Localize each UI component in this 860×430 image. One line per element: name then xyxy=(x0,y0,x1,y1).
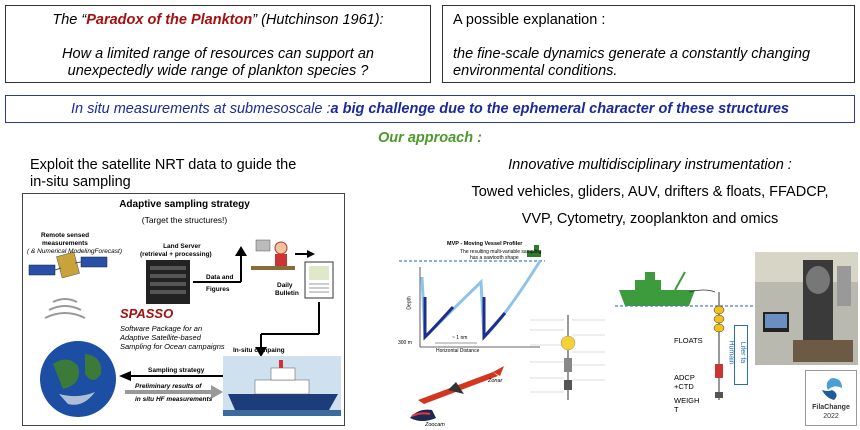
filachange-logo-icon xyxy=(822,378,842,400)
instrumentation-line-2: VVP, Cytometry, zooplankton and omics xyxy=(521,211,779,227)
mvp-sub-1: The resulting multi-variable sampling xyxy=(460,249,542,255)
in-situ-hf-label: in situ HF measurements xyxy=(135,396,213,403)
instrument-schematic xyxy=(530,315,605,400)
paradox-question-2: unexpectedly wide range of plankton spec… xyxy=(67,63,369,79)
mvp-title: MVP - Moving Vessel Profiler xyxy=(447,241,523,247)
drift-label-2: Lifer fa xyxy=(739,341,747,364)
signal-waves-icon xyxy=(44,298,86,319)
mvp-profile-figure xyxy=(399,245,545,348)
mvp-sub-2: has a sawtooth shape xyxy=(470,255,519,261)
satellite-icon xyxy=(28,251,108,279)
server-icon xyxy=(146,260,190,304)
green-ship-icon xyxy=(619,271,695,306)
paradox-box: The “Paradox of the Plankton” (Hutchinso… xyxy=(5,5,431,83)
drift-label-1: Humain xyxy=(727,340,735,365)
mvp-distance: ~ 1 nm xyxy=(452,335,468,341)
land-server-label: Land Server (retrieval + processing) xyxy=(140,243,212,258)
explanation-box: A possible explanation : the fine-scale … xyxy=(442,5,855,83)
in-situ-campaign-label: In-situ campaing xyxy=(233,347,285,354)
remote-sensed-label: Remote sensed measurements xyxy=(41,232,90,247)
explanation-title: A possible explanation : xyxy=(453,12,606,28)
sampling-strategy-label: Sampling strategy xyxy=(148,367,205,374)
towing-ship-figure xyxy=(615,271,755,307)
paradox-title: The “Paradox of the Plankton” (Hutchinso… xyxy=(52,12,384,28)
glider-icon xyxy=(418,366,504,404)
approach-heading: Our approach : xyxy=(378,130,482,146)
mooring-figure xyxy=(713,292,725,400)
zonar-label: Zonar xyxy=(488,378,503,384)
adcp-ctd-label: ADCP +CTD xyxy=(674,373,695,391)
cytometry-lab-photo xyxy=(755,252,858,365)
floats-icon xyxy=(713,305,725,333)
spasso-description: Software Package for an Adaptive Satelli… xyxy=(120,324,225,351)
explanation-line-2: environmental conditions. xyxy=(453,63,618,79)
logo-year: 2022 xyxy=(823,413,839,420)
instrumentation-line-1: Towed vehicles, gliders, AUV, drifters &… xyxy=(471,184,829,200)
preliminary-label: Preliminary results of xyxy=(135,383,202,390)
diagram-title: Adaptive sampling strategy xyxy=(119,199,250,210)
logo-name: FilaChange xyxy=(812,404,850,411)
zoocam-label: Zoocam xyxy=(425,422,445,428)
mvp-depth-300: 300 m xyxy=(398,340,412,346)
instrumentation-title: Innovative multidisciplinary instrumenta… xyxy=(508,157,792,173)
auv-icon xyxy=(410,409,436,421)
operator-icon xyxy=(251,239,295,270)
paradox-emphasis: Paradox of the Plankton xyxy=(86,12,253,28)
weight-icon xyxy=(715,392,723,398)
data-figures-label: Data and Figures xyxy=(206,274,234,293)
adaptive-sampling-diagram: Adaptive sampling strategy (Target the s… xyxy=(22,193,345,426)
weight-label: WEIGH T xyxy=(674,396,700,414)
filachange-logo: FilaChange 2022 xyxy=(805,370,857,426)
vessel-icon xyxy=(527,245,541,257)
challenge-banner: In situ measurements at submesoscale : a… xyxy=(5,95,855,123)
satellite-text: Exploit the satellite NRT data to guide … xyxy=(30,157,297,190)
diagram-graphics xyxy=(28,239,341,417)
numerical-label: ( & Numerical ModelingForecast) xyxy=(27,248,123,255)
daily-bulletin-label: Daily Bulletin xyxy=(275,282,299,297)
drift-arrow-icon xyxy=(734,325,748,385)
adcp-icon xyxy=(715,364,723,378)
floats-label: FLOATS xyxy=(674,336,703,345)
bulletin-icon xyxy=(304,261,334,299)
mvp-depth-label: Depth xyxy=(406,296,413,310)
glider-auv-figure xyxy=(410,366,504,421)
spasso-label: SPASSO xyxy=(120,306,174,321)
diagram-subtitle: (Target the structures!) xyxy=(141,215,228,225)
paradox-question-1: How a limited range of resources can sup… xyxy=(62,46,374,62)
explanation-line-1: the fine-scale dynamics generate a const… xyxy=(453,46,811,62)
research-ship-icon xyxy=(223,356,341,416)
earth-globe-icon xyxy=(40,341,116,417)
mvp-horizontal-label: Horizontal Distance xyxy=(436,348,480,354)
